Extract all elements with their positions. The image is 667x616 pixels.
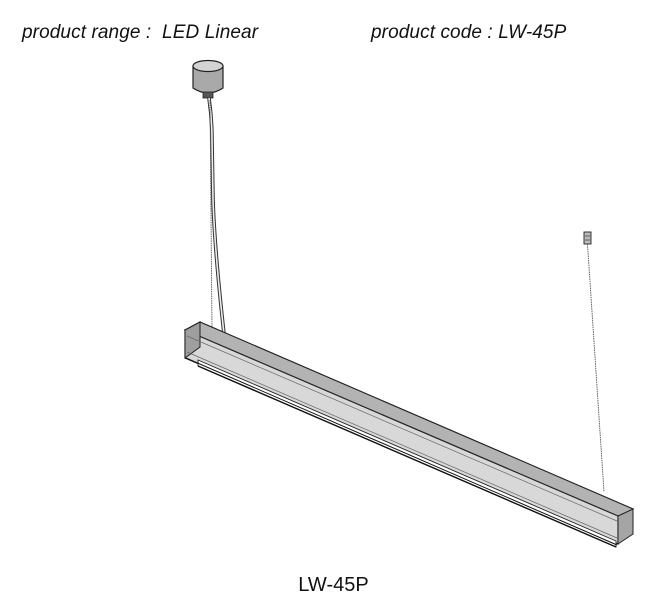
product-code-label: product code : LW-45P — [371, 22, 567, 43]
left-suspension-wire — [209, 99, 213, 331]
right-suspension-wire — [583, 231, 605, 493]
model-caption: LW-45P — [298, 574, 369, 596]
product-range-label: product range : LED Linear — [22, 22, 259, 43]
ceiling-canopy — [192, 59, 224, 99]
linear-luminaire-body — [183, 321, 635, 548]
